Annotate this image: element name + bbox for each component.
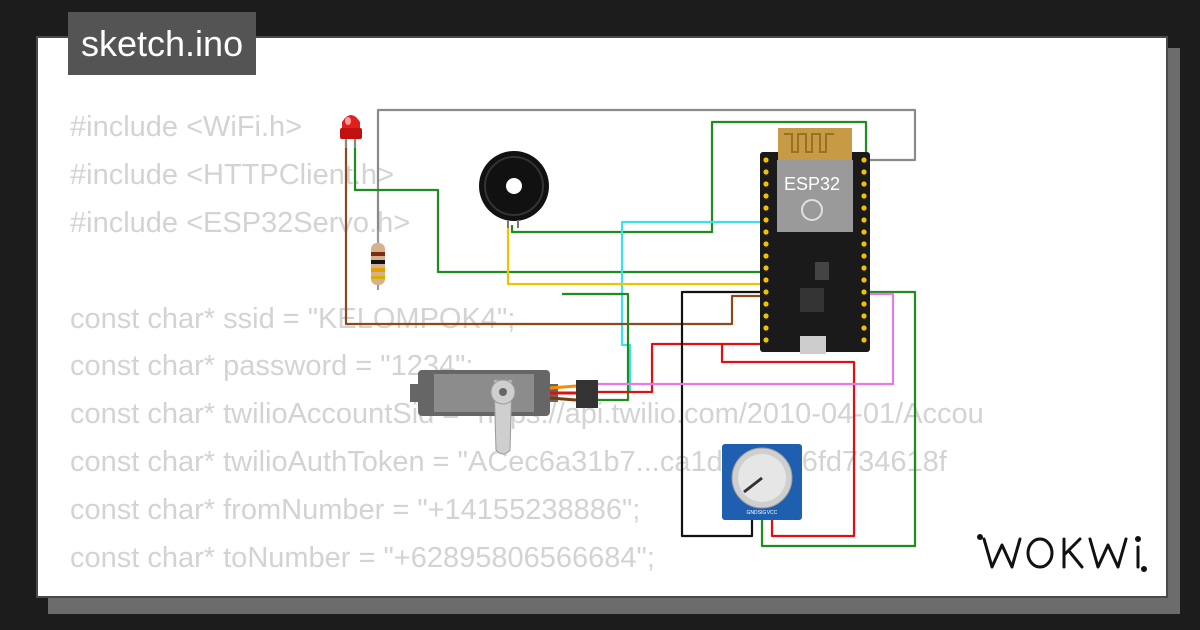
wire-green-pot xyxy=(760,290,917,548)
wire-green-led xyxy=(353,140,765,274)
wire-green-servo xyxy=(562,292,630,402)
wire-gray xyxy=(376,108,917,280)
wire-red-pot xyxy=(720,344,856,538)
potentiometer-icon[interactable]: GND SIG VCC xyxy=(722,444,802,520)
code-line: const char* twilioAccountSid = "https://… xyxy=(70,398,984,431)
code-line: #include <HTTPClient.h> xyxy=(70,158,394,191)
code-line: const char* fromNumber = "+14155238886"; xyxy=(70,494,641,527)
code-line: const char* toNumber = "+62895806566684"… xyxy=(70,542,655,575)
led-icon[interactable] xyxy=(340,115,362,148)
buzzer-icon[interactable] xyxy=(479,151,549,228)
wire-red-servo xyxy=(587,342,765,394)
code-line: const char* password = "1234"; xyxy=(70,350,474,383)
code-line: const char* twilioAuthToken = "ACec6a31b… xyxy=(70,446,947,479)
code-line: #include <WiFi.h> xyxy=(70,111,303,143)
preview-card[interactable]: #include <WiFi.h> #include <HTTPClient.h>… xyxy=(36,36,1168,598)
pot-pin-gnd: GND xyxy=(746,510,758,516)
wire-brown xyxy=(344,140,765,326)
wire-pink xyxy=(587,292,895,386)
resistor-icon[interactable] xyxy=(371,230,385,290)
wire-green-top xyxy=(510,120,868,234)
pot-pin-vcc: VCC xyxy=(767,510,778,516)
esp32-board-icon[interactable]: ESP32 xyxy=(760,128,870,354)
code-line: #include <ESP32Servo.h> xyxy=(70,206,411,239)
code-line: const char* ssid = "KELOMPOK4"; xyxy=(70,302,516,335)
wire-yellow xyxy=(506,225,765,286)
code-preview: #include <WiFi.h> #include <HTTPClient.h>… xyxy=(70,104,1134,583)
wokwi-logo xyxy=(977,534,1147,572)
board-label: ESP32 xyxy=(784,174,840,194)
wire-black-pot xyxy=(680,290,765,538)
sketch-title: sketch.ino xyxy=(68,12,257,75)
pot-pin-sig: SIG xyxy=(758,510,767,516)
servo-icon[interactable] xyxy=(410,370,598,455)
